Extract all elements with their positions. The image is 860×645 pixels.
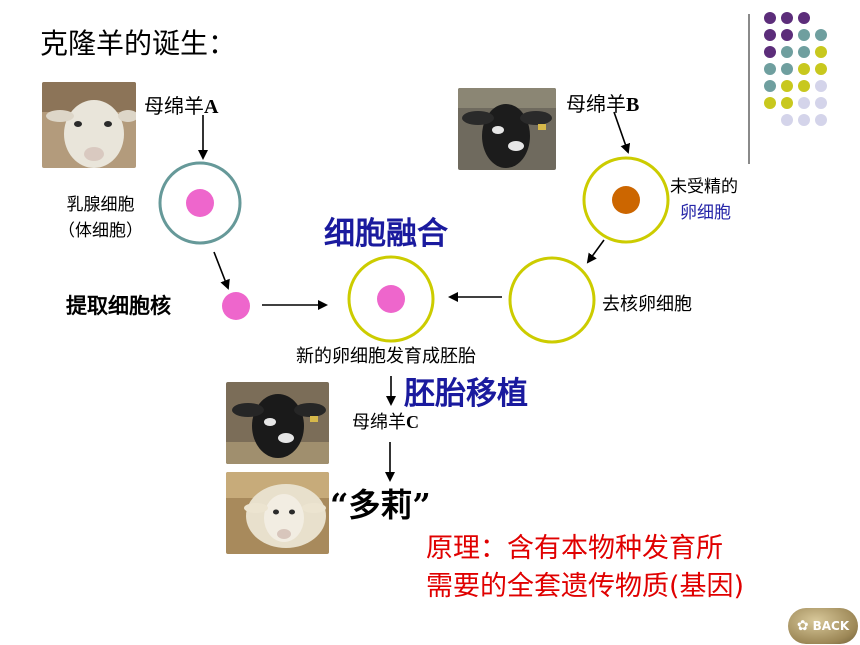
decorative-dot (764, 46, 776, 58)
decorative-dot (798, 97, 810, 109)
mammary-cell (158, 161, 242, 245)
fused-nucleus (377, 285, 405, 313)
embryo-transfer-label: 胚胎移植 (404, 376, 528, 412)
sheep-c-photo (226, 382, 329, 464)
back-button[interactable]: ✿ BACK (788, 608, 858, 644)
unfertilized-egg-cell (582, 156, 670, 244)
decorative-dot (798, 29, 810, 41)
decorative-dot (764, 29, 776, 41)
decorative-dot (815, 97, 827, 109)
decorative-dot (798, 63, 810, 75)
mammary-nucleus (186, 189, 214, 217)
decorative-dot (815, 29, 827, 41)
arrow-egg-to-enucleated (586, 239, 605, 264)
decorative-dot (815, 63, 827, 75)
principle-text: 原理：含有本物种发育所 需要的全套遗传物质(基因) (426, 533, 745, 602)
extract-nucleus-label: 提取细胞核 (66, 294, 171, 318)
sheep-c-label: 母绵羊C (352, 412, 419, 433)
fused-cell (347, 255, 435, 343)
dolly-label: “多莉” (330, 486, 431, 524)
enucleated-egg-label: 去核卵细胞 (602, 294, 692, 315)
decorative-dot (764, 63, 776, 75)
dolly-photo (226, 472, 329, 554)
sheep-a-photo (42, 82, 136, 168)
decorative-dot (781, 63, 793, 75)
decorative-dot (798, 80, 810, 92)
decorative-dot-grid (764, 12, 834, 136)
decorative-dot (815, 80, 827, 92)
arrow-sheep-b-to-egg (613, 111, 631, 154)
decorative-dot (764, 97, 776, 109)
sheep-b-label: 母绵羊B (566, 92, 640, 116)
decorative-dot (781, 29, 793, 41)
mammary-cell-label: 乳腺细胞 （体细胞） (58, 195, 143, 241)
decorative-dot (815, 114, 827, 126)
decorative-dot (798, 12, 810, 24)
enucleated-egg-cell (508, 256, 596, 344)
extracted-nucleus (222, 292, 250, 320)
decorative-dot (781, 12, 793, 24)
decorative-dot (764, 80, 776, 92)
decorative-dot (798, 114, 810, 126)
page-title: 克隆羊的诞生： (40, 27, 237, 60)
embryo-development-label: 新的卵细胞发育成胚胎 (296, 346, 476, 367)
decorative-dot (781, 80, 793, 92)
flower-icon: ✿ (796, 618, 809, 634)
decorative-dot (781, 114, 793, 126)
decorative-dot (798, 46, 810, 58)
decorative-dot (781, 97, 793, 109)
decorative-vertical-line (748, 14, 750, 164)
decorative-dot (815, 46, 827, 58)
decorative-dot (764, 12, 776, 24)
sheep-a-label: 母绵羊A (144, 94, 219, 118)
sheep-b-photo (458, 88, 556, 170)
decorative-dot (781, 46, 793, 58)
arrow-cell-to-nucleus (213, 251, 230, 290)
cell-fusion-label: 细胞融合 (324, 216, 448, 252)
unfertilized-egg-label: 未受精的 卵细胞 (670, 177, 738, 223)
egg-nucleus (612, 186, 640, 214)
